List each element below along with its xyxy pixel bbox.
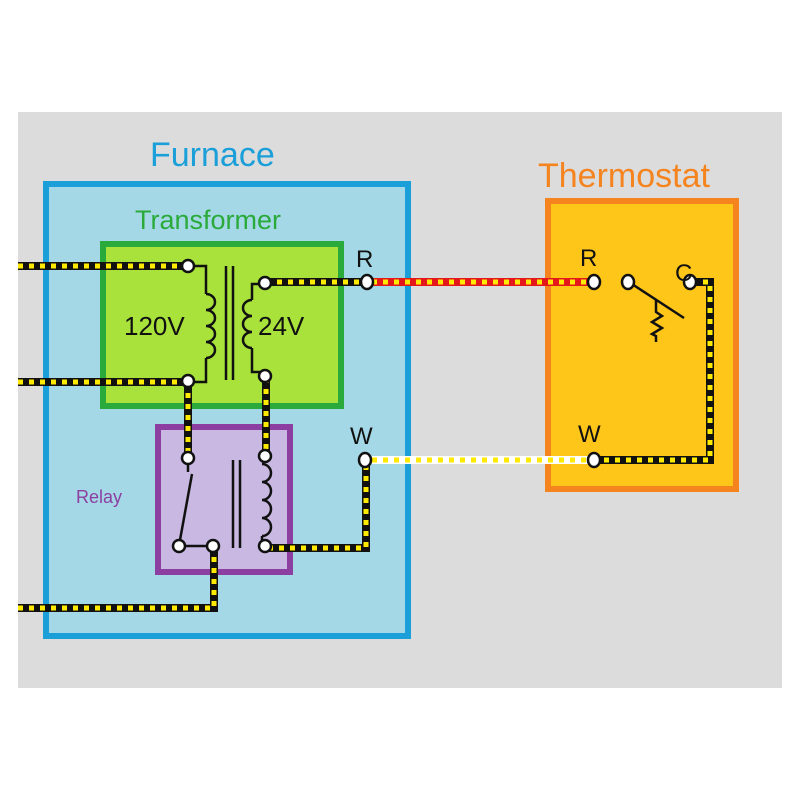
secondary-voltage-label: 24V: [258, 311, 305, 341]
thermostat-w-label: W: [578, 421, 601, 448]
furnace-label: Furnace: [150, 136, 275, 174]
thermostat-terminals: [586, 273, 698, 469]
primary-voltage-label: 120V: [124, 311, 185, 341]
thermostat-box: [545, 198, 739, 492]
thermostat-terminal-switch: [620, 273, 636, 291]
wire-coil-to-w-dots: [268, 462, 369, 551]
furnace-terminals: [357, 273, 375, 469]
relay-coil: [261, 462, 273, 538]
furnace-terminal-w: [357, 451, 373, 469]
furnace-r-label: R: [356, 246, 373, 273]
transformer-terminals: [180, 258, 273, 389]
thermostat-terminal-r: [586, 273, 602, 291]
relay-terminal-coil-bottom: [257, 538, 273, 554]
relay-terminal-switch-bottom-right: [205, 538, 221, 554]
primary-coil: [205, 292, 217, 360]
relay-switch-blade: [178, 473, 194, 541]
wire-line-bottom: [18, 546, 218, 612]
thermostat-switch: [631, 282, 685, 342]
thermostat-switch-blade: [631, 282, 685, 320]
furnace-terminal-r: [359, 273, 375, 291]
relay-label: Relay: [76, 487, 122, 507]
terminal-secondary-bottom: [257, 368, 273, 384]
secondary-lead-bottom: [250, 348, 260, 374]
terminal-primary-bottom: [180, 373, 196, 389]
relay-terminal-switch-bottom-left: [171, 538, 187, 554]
thermostat-terminal-c: [682, 273, 698, 291]
secondary-coil: [241, 298, 253, 350]
secondary-lead-top: [250, 282, 260, 300]
relay-terminals: [171, 448, 273, 554]
relay-terminal-coil-top: [257, 448, 273, 464]
primary-lead-top: [192, 264, 208, 294]
furnace-w-label: W: [350, 423, 373, 450]
thermostat-terminal-w: [586, 451, 602, 469]
primary-lead-bottom: [192, 358, 208, 384]
thermostat-bimetal: [649, 300, 665, 342]
transformer-label: Transformer: [135, 205, 281, 235]
thermostat-label: Thermostat: [538, 157, 710, 195]
relay-terminal-switch-top: [180, 450, 196, 466]
wire-thermostat-internal: [600, 278, 714, 464]
thermostat-r-label: R: [580, 245, 597, 272]
transformer-symbol: [192, 264, 260, 384]
wires: [18, 262, 714, 612]
thermostat-c-label: C: [675, 260, 692, 287]
terminal-primary-top: [180, 258, 196, 274]
terminal-secondary-top: [257, 275, 273, 291]
